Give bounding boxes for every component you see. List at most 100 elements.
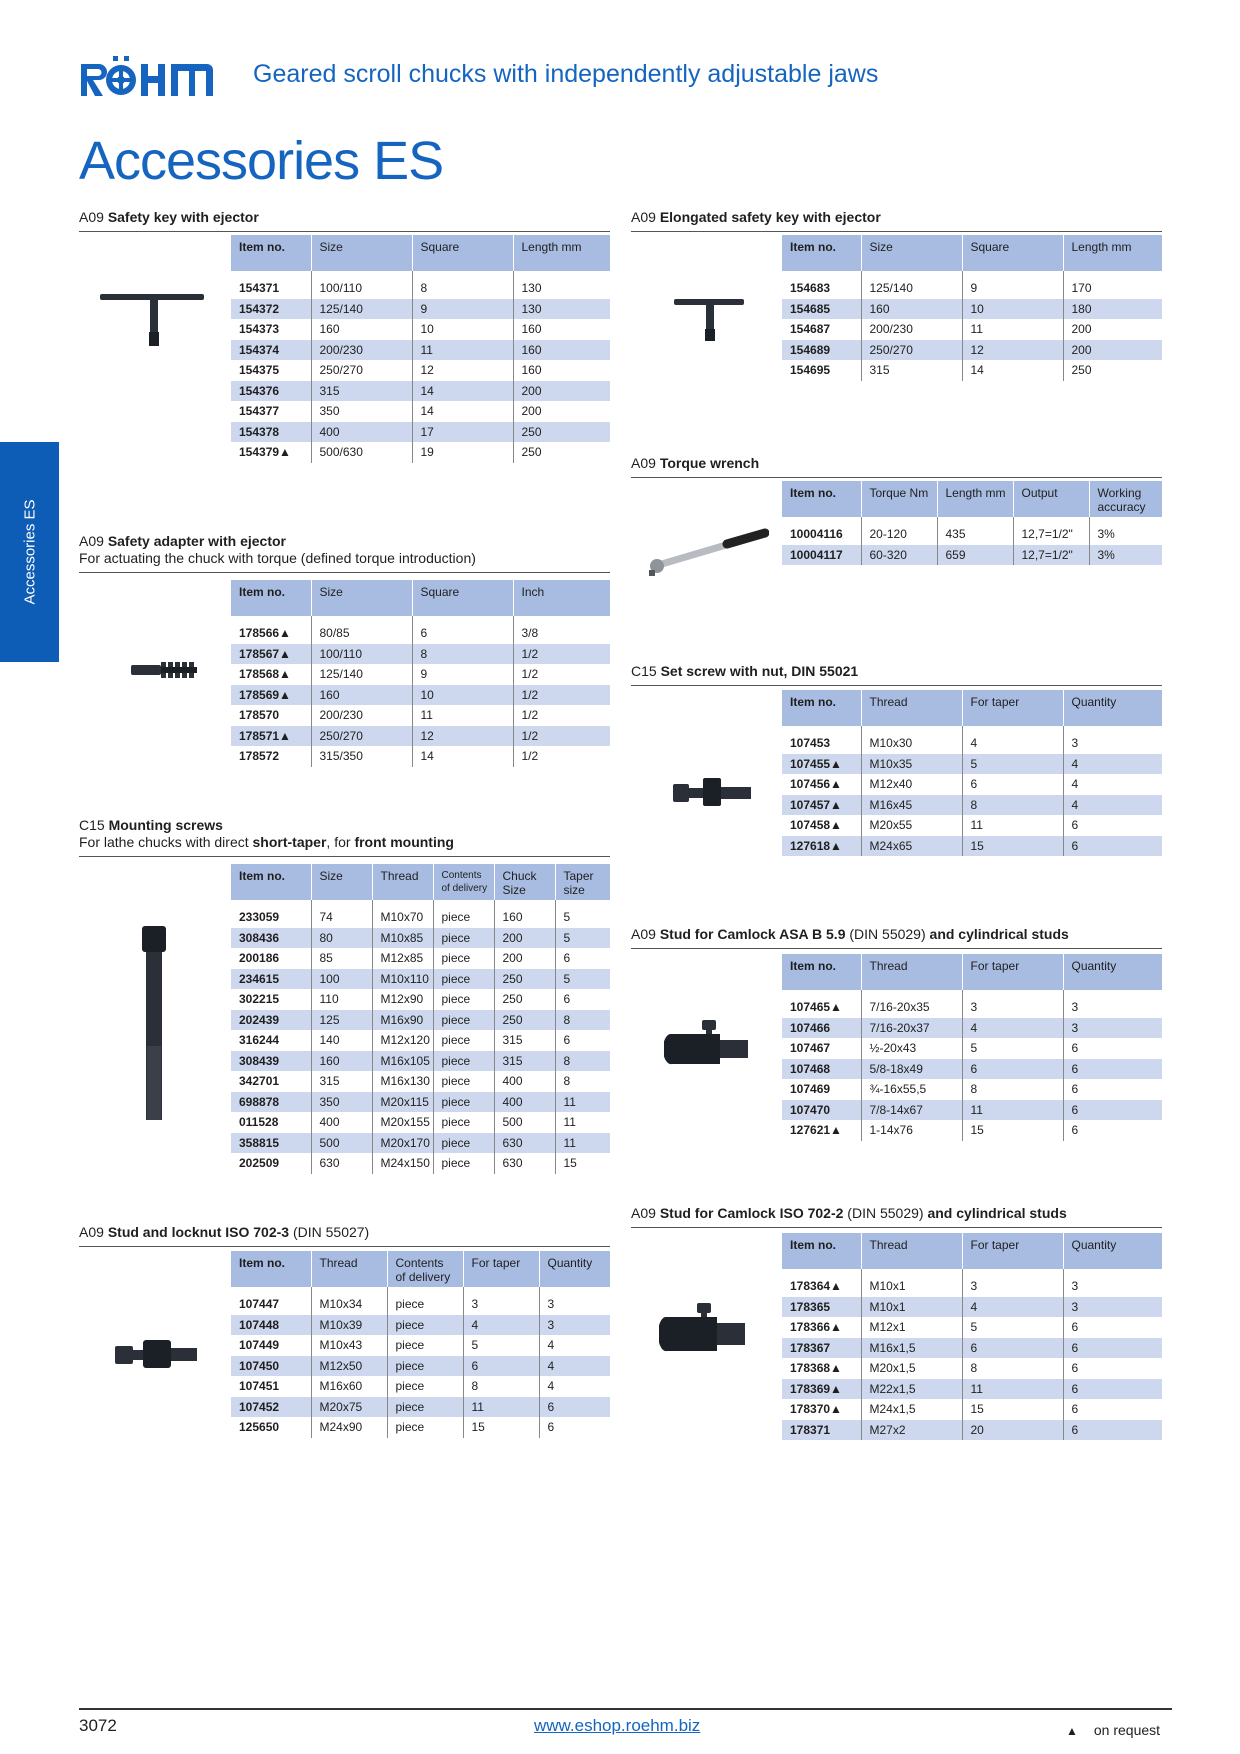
item-number-cell: 316244 <box>239 1033 280 1048</box>
table-cell: M16x130 <box>371 1071 433 1092</box>
table-cell: 200 <box>512 401 610 422</box>
table-cell: 6 <box>1062 1399 1162 1420</box>
eshop-link[interactable]: www.eshop.roehm.biz <box>534 1716 701 1735</box>
item-number-cell: 202509 <box>239 1156 280 1171</box>
camlock-iso-image <box>657 1303 745 1360</box>
item-number-cell: 154695 <box>790 363 831 378</box>
table-cell: piece <box>386 1314 463 1335</box>
col-length: Length mm <box>936 481 1013 517</box>
col-torque: Torque Nm <box>860 481 937 517</box>
table-cell: 630 <box>493 1132 555 1153</box>
table-cell: 125/140 <box>310 664 412 685</box>
camlock-asa-image <box>662 1020 748 1073</box>
section-rule <box>79 856 610 857</box>
table-cell: piece <box>432 948 494 969</box>
section-title: A09 Stud and locknut ISO 702-3 (DIN 5502… <box>79 1224 370 1240</box>
table-cell: 250 <box>1062 360 1162 381</box>
table-cell: 200 <box>493 948 555 969</box>
table-cell: ¾-16x55,5 <box>860 1079 962 1100</box>
table-cell: 250 <box>493 968 555 989</box>
table-cell: 6 <box>1062 1058 1162 1079</box>
table-cell: M20x115 <box>371 1091 433 1112</box>
table-cell: 3 <box>462 1294 539 1315</box>
table-cell: 8 <box>554 1050 610 1071</box>
table-cell: 435 <box>936 524 1013 545</box>
col-for-taper: For taper <box>961 690 1063 726</box>
item-number-cell: 178567▲ <box>231 643 311 664</box>
table-cell: 100 <box>310 968 372 989</box>
col-item-no: Item no. <box>782 481 861 517</box>
item-number-cell: 154378 <box>231 421 311 442</box>
safety-key-image <box>100 288 204 355</box>
table-cell: 500/630 <box>310 442 412 463</box>
item-number-cell: 178366▲ <box>790 1320 842 1335</box>
table-cell: 5/8-18x49 <box>860 1058 962 1079</box>
table-cell: 4 <box>1062 774 1162 795</box>
table-cell: 6 <box>1062 835 1162 856</box>
item-number-cell: 234615 <box>231 968 311 989</box>
col-item-no: Item no. <box>782 954 861 990</box>
table-cell: M20x75 <box>310 1396 387 1417</box>
table-cell: piece <box>432 1071 494 1092</box>
table-cell: 12,7=1/2" <box>1012 544 1089 565</box>
table-cell: 3 <box>1062 1296 1162 1317</box>
table-cell: 4 <box>961 733 1063 754</box>
table-cell: 250/270 <box>310 725 412 746</box>
table-cell: 250 <box>493 989 555 1010</box>
item-number-cell: 178371 <box>782 1419 861 1440</box>
table-cell: piece <box>432 1132 494 1153</box>
table-cell: M10x35 <box>860 753 962 774</box>
item-number-cell: 200186 <box>239 951 280 966</box>
table-cell: M16x60 <box>310 1376 387 1397</box>
item-number-cell: 154377 <box>239 404 280 419</box>
table-cell: 160 <box>493 907 555 928</box>
col-contents-of-delivery: Contents of delivery <box>386 1251 463 1287</box>
col-quantity: Quantity <box>1062 690 1162 726</box>
table-cell: M24x150 <box>371 1153 433 1174</box>
table-cell: piece <box>386 1396 463 1417</box>
col-taper-size: Taper size <box>554 864 610 900</box>
section-mounting-screws: C15 Mounting screws For lathe chucks wit… <box>79 817 610 857</box>
item-number-cell: 154379▲ <box>239 445 291 460</box>
table-cell: 1-14x76 <box>860 1120 962 1141</box>
table-cell: 315/350 <box>310 746 412 767</box>
table-cell: 350 <box>310 1091 372 1112</box>
table-cell: 160 <box>310 319 412 340</box>
table-cell: piece <box>386 1355 463 1376</box>
on-request-triangle-icon: ▲ <box>1066 1724 1078 1738</box>
section-camlock-iso: A09 Stud for Camlock ISO 702-2 (DIN 5502… <box>631 1205 1162 1228</box>
table-cell: 630 <box>493 1153 555 1174</box>
table-cell: piece <box>432 927 494 948</box>
section-torque-wrench: A09 Torque wrench <box>631 455 1162 478</box>
table-cell: 200 <box>493 927 555 948</box>
table-cell: 6 <box>1062 1079 1162 1100</box>
section-rule <box>79 1246 610 1247</box>
table-cell: M10x85 <box>371 927 433 948</box>
table-spacer <box>231 616 610 623</box>
table-cell: 11 <box>961 1378 1063 1399</box>
item-number-cell: 107458▲ <box>790 818 842 833</box>
table-cell: piece <box>432 907 494 928</box>
table-cell: 130 <box>512 278 610 299</box>
section-title: A09 Safety adapter with ejector <box>79 533 286 549</box>
item-number-cell: 107470 <box>782 1099 861 1120</box>
table-cell: 160 <box>310 684 412 705</box>
table-cell: 4 <box>1062 753 1162 774</box>
col-size: Size <box>310 864 372 900</box>
table-cell: 659 <box>936 544 1013 565</box>
item-number-cell: 178365 <box>782 1296 861 1317</box>
side-tab[interactable]: Accessories ES <box>0 442 59 662</box>
col-length: Length mm <box>1062 235 1162 271</box>
table-cell: 11 <box>961 815 1063 836</box>
table-cell: 6 <box>411 623 513 644</box>
